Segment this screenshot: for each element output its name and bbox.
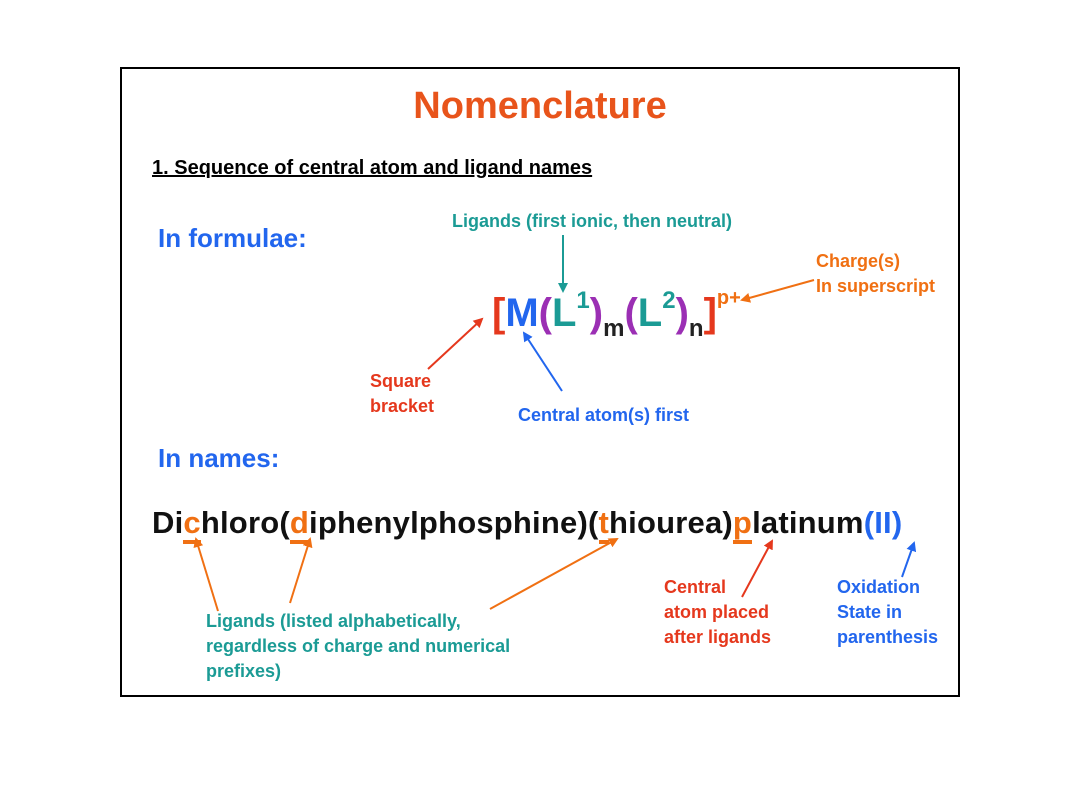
charge-note: Charge(s) In superscript (816, 249, 935, 299)
arrow-square-bracket (427, 317, 484, 370)
name-ligand-initial: d (289, 505, 310, 544)
central-after-line-2: atom placed (664, 602, 770, 622)
ligands-alphabetical-note: Ligands (listed alphabetically, regardle… (206, 609, 510, 684)
formula-sub-m: m (603, 315, 625, 342)
square-bracket-note-line-1: Square (370, 371, 432, 391)
names-heading: In names: (158, 443, 280, 473)
name-part: hloro( (200, 505, 290, 540)
formula-paren: ) (589, 291, 604, 335)
name-oxidation-state: (II) (863, 505, 903, 540)
page-title: Nomenclature (413, 85, 667, 127)
ligands-first-note: Ligands (first ionic, then neutral) (452, 211, 733, 231)
general-formula: [M(L1)m(L2)n]p+ (492, 287, 741, 341)
arrow-charge (740, 279, 815, 303)
section-heading: 1. Sequence of central atom and ligand n… (152, 157, 593, 179)
ligands-alphabetical-line-2: regardless of charge and numerical (206, 636, 511, 656)
name-part: latinum (752, 505, 864, 540)
oxidation-line-3: parenthesis (837, 627, 939, 647)
name-ligand-initial: t (598, 505, 610, 544)
formula-ligand-1: L (551, 291, 577, 335)
formula-paren: ( (538, 291, 552, 335)
central-atom-first-note: Central atom(s) first (518, 405, 690, 425)
name-ligand-initial: c (183, 505, 201, 544)
arrow-central-atom-first (522, 331, 563, 392)
formula-charge: p+ (716, 287, 741, 309)
square-bracket-note-line-2: bracket (370, 396, 435, 416)
formula-metal: M (505, 291, 539, 335)
ligands-alphabetical-line-1: Ligands (listed alphabetically, (206, 611, 461, 631)
arrow-oxidation-state (901, 541, 917, 578)
arrow-central-atom-after (741, 539, 773, 598)
formula-ligand-1-sup: 1 (576, 287, 590, 314)
formula-bracket-close: ] (703, 291, 717, 335)
oxidation-state-note: Oxidation State in parenthesis (837, 575, 938, 650)
complex-name: Dichloro(diphenylphosphine)(thiourea)pla… (152, 505, 903, 544)
annotation-arrows (193, 235, 917, 612)
name-part: Di (152, 505, 184, 540)
name-metal-initial: p (732, 505, 753, 544)
oxidation-line-1: Oxidation (837, 577, 921, 597)
name-part: iphenylphosphine)( (309, 505, 599, 540)
square-bracket-note: Square bracket (370, 369, 434, 419)
formula-ligand-2-sup: 2 (662, 287, 676, 314)
oxidation-line-2: State in (837, 602, 903, 622)
central-after-line-3: after ligands (664, 627, 772, 647)
ligands-alphabetical-line-3: prefixes) (206, 661, 282, 681)
charge-note-line-2: In superscript (816, 276, 936, 296)
arrow-ligand-t (489, 538, 619, 610)
arrow-ligand-d (289, 537, 313, 604)
central-atom-after-note: Central atom placed after ligands (664, 575, 771, 650)
charge-note-line-1: Charge(s) (816, 251, 901, 271)
formula-paren: ( (624, 291, 638, 335)
arrow-ligand-c (193, 537, 219, 612)
formula-bracket-open: [ (492, 291, 506, 335)
slide-frame: Nomenclature 1. Sequence of central atom… (120, 67, 960, 697)
formulae-heading: In formulae: (158, 223, 307, 253)
formula-paren: ) (675, 291, 689, 335)
formula-sub-n: n (688, 315, 704, 342)
formula-ligand-2: L (637, 291, 663, 335)
central-after-line-1: Central (664, 577, 727, 597)
name-part: hiourea) (609, 505, 733, 540)
